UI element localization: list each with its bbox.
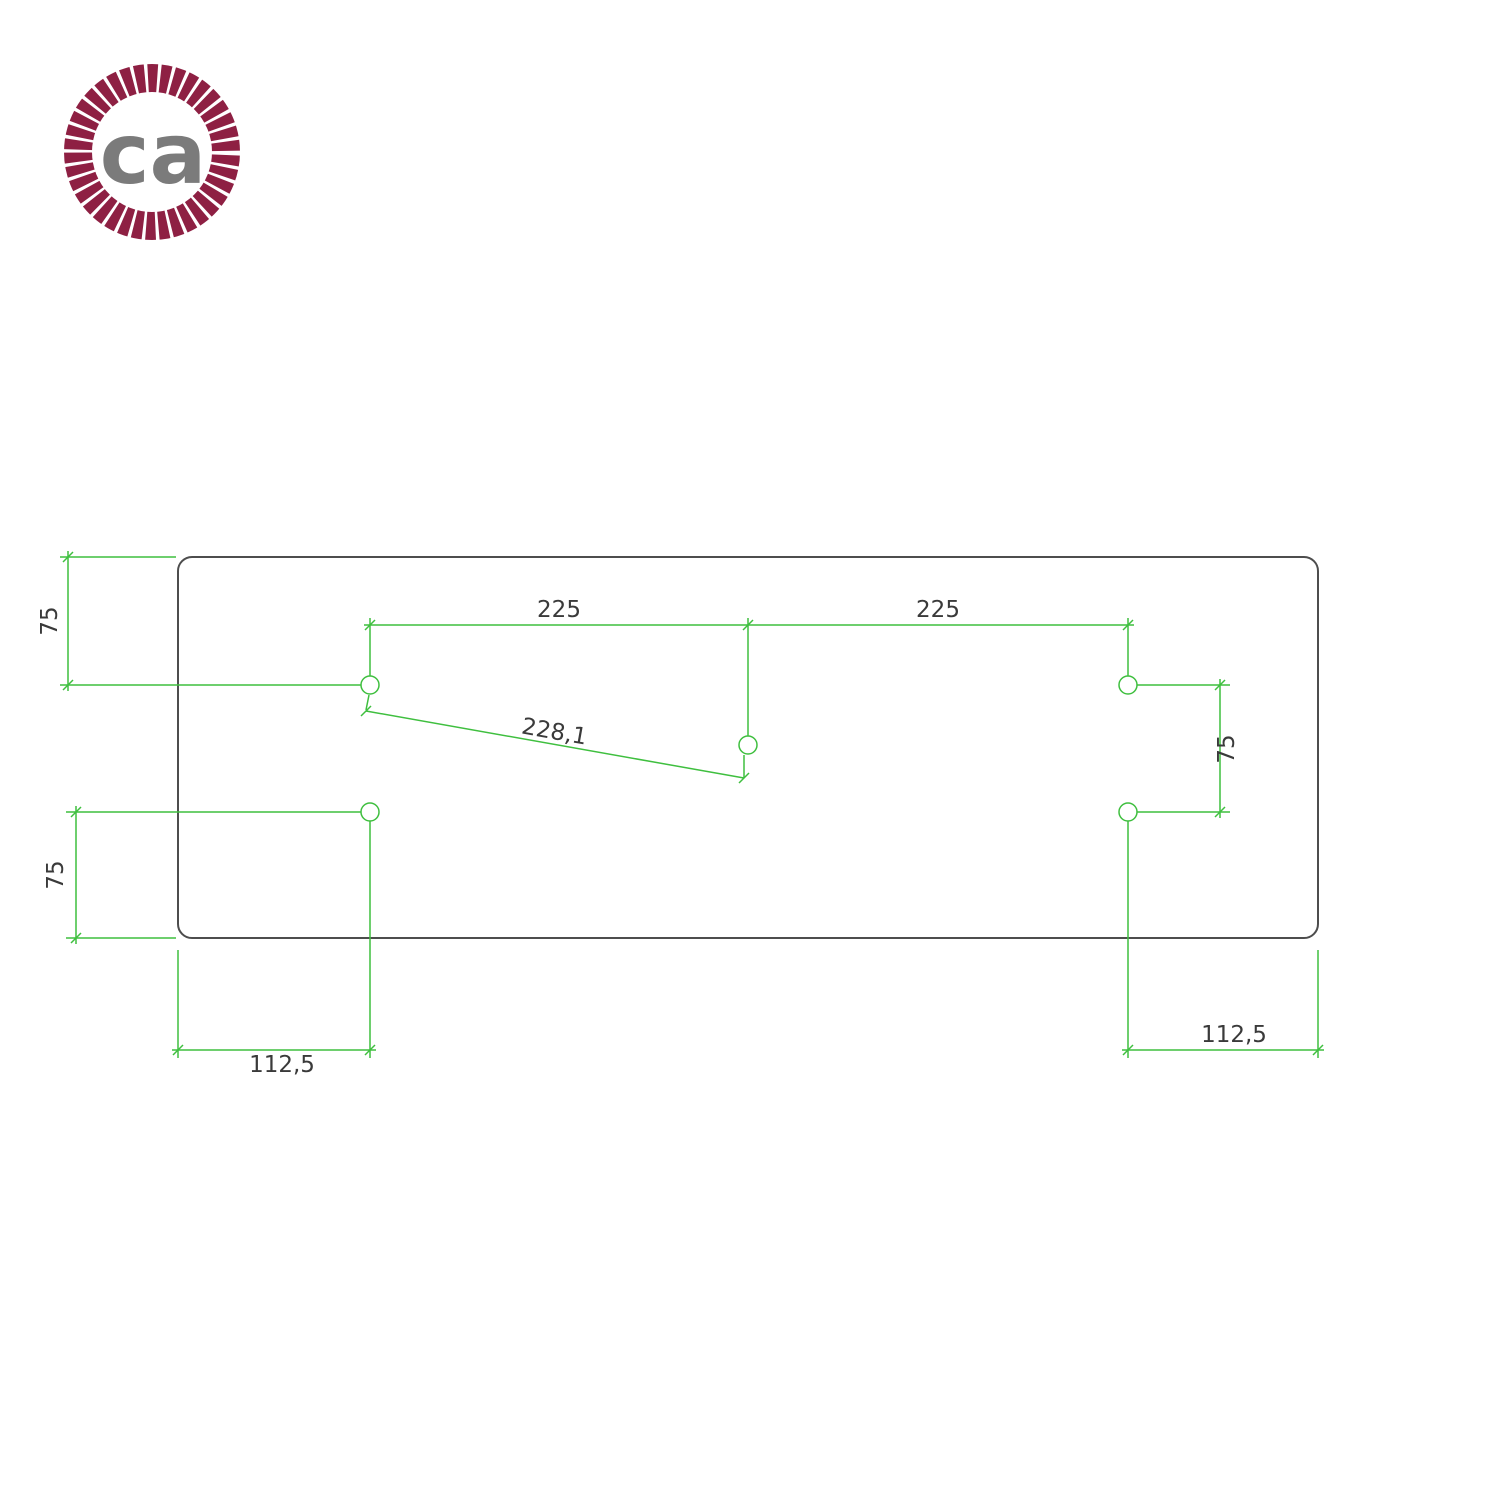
dimension-tick (172, 1044, 184, 1056)
dimension-tick (1312, 1044, 1324, 1056)
dimension-tick (62, 551, 74, 563)
dimension-tick (1122, 1044, 1134, 1056)
brand-logo: ca (63, 63, 241, 241)
dimension-tick (1214, 806, 1226, 818)
dim-label-bottom-right-offset: 112,5 (1201, 1022, 1267, 1048)
dimension-lines (60, 551, 1324, 1058)
dimension-tick (364, 1044, 376, 1056)
dim-label-top-right-span: 225 (916, 597, 960, 623)
dim-label-left-top-height: 75 (37, 606, 63, 635)
dimension-tick (70, 806, 82, 818)
dimension-tick (360, 705, 372, 717)
dim-label-bottom-left-offset: 112,5 (249, 1052, 315, 1078)
dim-label-top-left-span: 225 (537, 597, 581, 623)
dim-label-left-bottom-height: 75 (43, 860, 69, 889)
dim-label-right-height: 75 (1214, 734, 1240, 763)
logo-text: ca (100, 105, 206, 203)
dimension-tick (62, 679, 74, 691)
dimension-tick (364, 619, 376, 631)
dimension-tick (70, 932, 82, 944)
extension-line (365, 694, 370, 711)
plate-outline (177, 556, 1319, 939)
dimension-tick (738, 772, 750, 784)
dimension-tick (742, 619, 754, 631)
dimension-line (365, 710, 745, 779)
logo-rope-texture (63, 63, 241, 241)
dimension-tick (1214, 679, 1226, 691)
dimension-tick (1122, 619, 1134, 631)
